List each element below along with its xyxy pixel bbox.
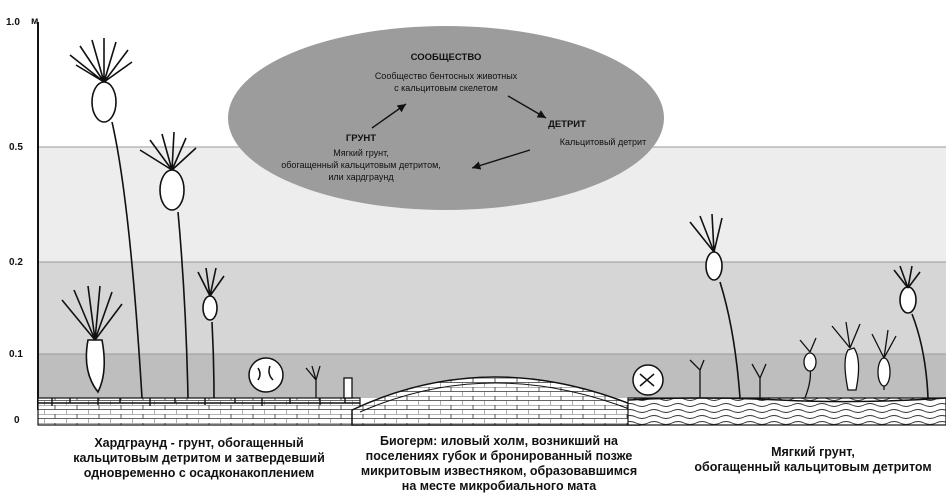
hardground-substrate [37, 397, 361, 426]
cycle-ellipse [228, 26, 664, 210]
detritus-text: Кальцитовый детрит [560, 137, 646, 147]
band-0.2 [38, 262, 946, 354]
crinoid-tall-2 [139, 131, 197, 399]
arrow-community-to-detritus [507, 95, 547, 119]
arrow-detritus-to-ground [471, 149, 531, 170]
caption-line: кальцитовым детритом и затвердевший [73, 451, 325, 465]
caption-line: поселениях губок и бронированный позже [365, 449, 633, 463]
crinoid-tall-1 [69, 38, 143, 399]
ground-text-3: или хардграунд [328, 172, 394, 182]
tick-1.0: 1.0 [6, 17, 20, 28]
bioherm-mound [351, 376, 641, 426]
arrow-ground-to-community [371, 103, 407, 129]
tick-0.5: 0.5 [9, 142, 23, 153]
caption-line: Мягкий грунт, [771, 445, 855, 459]
community-text-2: с кальцитовым скелетом [394, 83, 498, 93]
caption-soft-ground: Мягкий грунт, обогащенный кальцитовым де… [680, 445, 946, 475]
community-title: СООБЩЕСТВО [411, 52, 482, 63]
tick-unit: м [31, 16, 38, 27]
tick-0: 0 [14, 415, 20, 426]
caption-line: на месте микробиального мата [401, 479, 597, 493]
caption-line: одновременно с осадконакоплением [83, 466, 315, 480]
crinoid-mid-3 [197, 267, 225, 399]
small-crinoids-right [689, 321, 897, 399]
tick-0.1: 0.1 [9, 349, 23, 360]
caption-line: микритовым известняком, образовавшимся [360, 464, 638, 478]
caption-bioherm: Биогерм: иловый холм, возникший на посел… [340, 434, 658, 494]
caption-hardground: Хардграунд - грунт, обогащенный кальцито… [38, 436, 360, 481]
sea-urchin [632, 364, 664, 396]
community-text-1: Сообщество бентосных животных [375, 71, 518, 81]
caption-line: обогащенный кальцитовым детритом [694, 460, 932, 474]
ground-title: ГРУНТ [346, 133, 376, 144]
tick-0.2: 0.2 [9, 257, 23, 268]
detritus-title: ДЕТРИТ [548, 119, 586, 130]
ground-text-1: Мягкий грунт, [333, 148, 388, 158]
soft-ground-substrate [627, 397, 946, 426]
crinoid-right-1 [689, 213, 741, 399]
cystoid-left [61, 285, 123, 394]
ground-text-2: обогащенный кальцитовым детритом, [281, 160, 441, 170]
caption-line: Хардграунд - грунт, обогащенный [94, 436, 304, 450]
caption-line: Биогерм: иловый холм, возникший на [380, 434, 618, 448]
small-crinoid-left [305, 365, 353, 399]
sponge-left [248, 357, 284, 393]
crinoid-right-2 [893, 265, 929, 399]
